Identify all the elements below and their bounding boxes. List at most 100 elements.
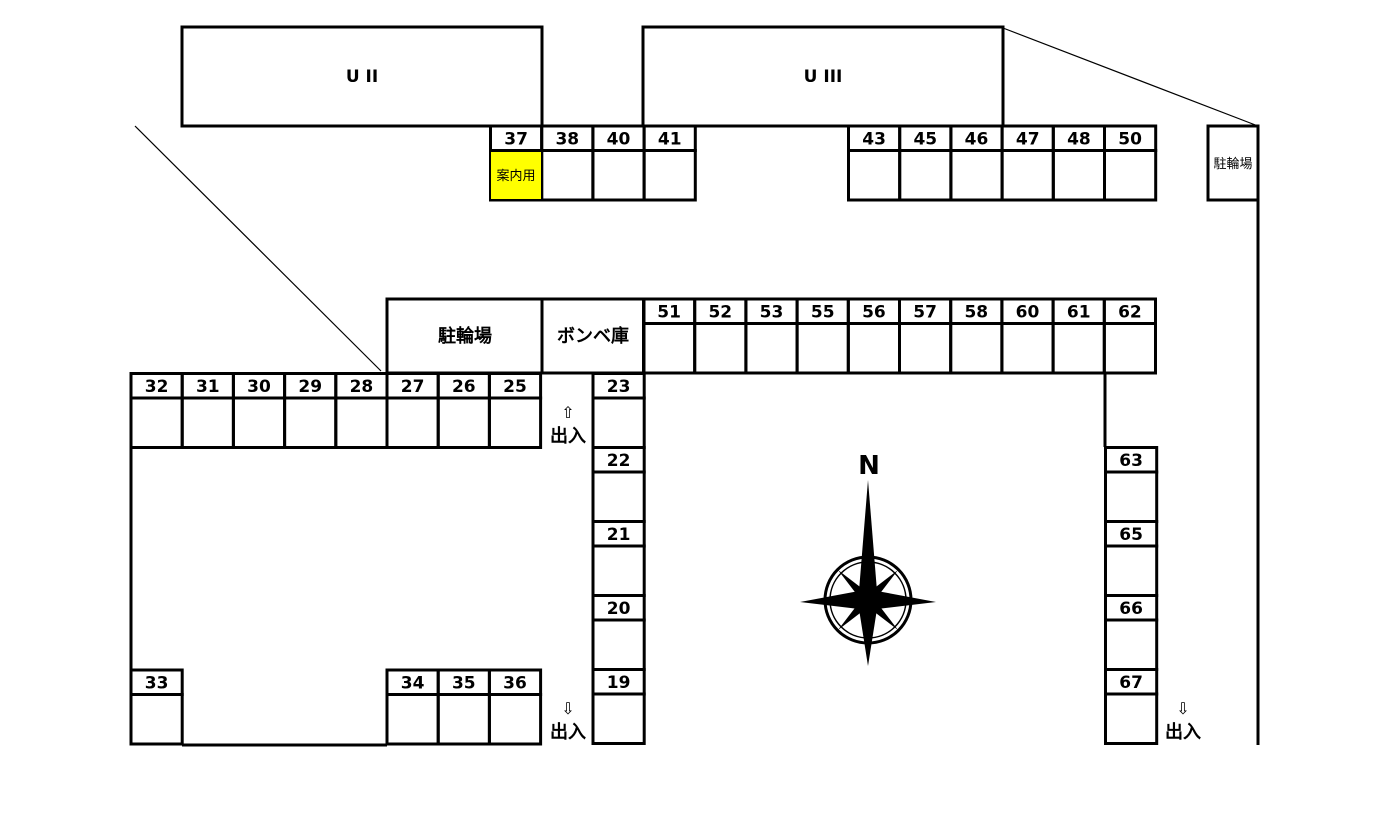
parking-space-number: 36 xyxy=(503,674,527,694)
parking-space-number: 61 xyxy=(1067,303,1091,323)
parking-space-number: 52 xyxy=(708,303,732,323)
parking-space-body xyxy=(283,396,338,449)
parking-space-number: 21 xyxy=(607,525,631,545)
parking-space: 63 xyxy=(1104,446,1159,523)
parking-space-body xyxy=(847,149,902,202)
parking-space-number: 43 xyxy=(862,130,886,150)
parking-space: 48 xyxy=(1051,124,1107,202)
parking-space-body xyxy=(1000,322,1055,375)
parking-space: 22 xyxy=(591,446,646,523)
parking-space-number: 25 xyxy=(503,377,527,397)
parking-space-body xyxy=(846,322,901,375)
parking-space-body xyxy=(540,149,595,202)
parking-space-body xyxy=(1051,322,1106,375)
parking-space: 41 xyxy=(642,124,697,202)
parking-space-body xyxy=(591,149,646,202)
parking-space-body xyxy=(1103,149,1158,202)
entrance-right: ⇩ 出入 xyxy=(1165,699,1201,743)
parking-space: 35 xyxy=(436,668,491,746)
parking-space-number: 38 xyxy=(555,130,579,150)
parking-space-body xyxy=(129,693,184,746)
compass-north-label: N xyxy=(858,451,880,481)
parking-space-body xyxy=(898,322,953,375)
down-arrow-icon: ⇩ xyxy=(561,699,574,718)
parking-space-body xyxy=(385,396,440,449)
building-u2-label: U II xyxy=(346,67,378,87)
parking-space: 67 xyxy=(1104,668,1159,745)
parking-space-body xyxy=(436,396,491,449)
parking-space: 38 xyxy=(540,124,595,202)
parking-space: 32 xyxy=(129,372,184,449)
parking-space: 33 xyxy=(129,668,184,746)
building-u2: U II xyxy=(180,25,544,128)
parking-space-number: 41 xyxy=(658,130,682,150)
parking-space-number: 40 xyxy=(607,130,631,150)
parking-space-number: 45 xyxy=(913,130,937,150)
parking-space-number: 26 xyxy=(452,377,476,397)
entrance-right-label: 出入 xyxy=(1165,721,1201,743)
parking-space-number: 53 xyxy=(760,303,784,323)
entrance-top-label: 出入 xyxy=(550,425,586,447)
parking-space: 20 xyxy=(591,594,646,671)
parking-space-number: 46 xyxy=(965,130,989,150)
parking-space: 34 xyxy=(385,668,440,746)
parking-space-body xyxy=(334,396,389,449)
parking-space-number: 28 xyxy=(350,377,374,397)
parking-space-number: 32 xyxy=(145,377,169,397)
parking-space-body xyxy=(385,693,440,746)
bicycle-parking-right: 駐輪場 xyxy=(1206,124,1260,202)
building-u3-label: U III xyxy=(804,67,843,87)
parking-space-body xyxy=(591,396,646,449)
parking-space-number: 37 xyxy=(504,130,528,150)
parking-space-body xyxy=(1104,544,1159,597)
parking-space: 19 xyxy=(591,668,646,745)
parking-space-body xyxy=(642,322,697,375)
parking-space-number: 63 xyxy=(1119,451,1143,471)
parking-space-body xyxy=(693,322,748,375)
parking-space: 53 xyxy=(744,297,799,375)
parking-space-number: 65 xyxy=(1119,525,1143,545)
boundary-line-left xyxy=(134,125,382,372)
parking-space-number: 31 xyxy=(196,377,220,397)
parking-space: 62 xyxy=(1102,297,1158,375)
boundary-line-top-right xyxy=(1002,27,1259,127)
parking-space-number: 66 xyxy=(1119,599,1143,619)
parking-space: 58 xyxy=(949,297,1004,375)
parking-space-number: 56 xyxy=(862,303,886,323)
parking-space: 46 xyxy=(949,124,1004,202)
parking-space-body xyxy=(1104,618,1159,671)
parking-space: 23 xyxy=(591,372,646,449)
parking-space-body xyxy=(591,692,646,745)
parking-space-number: 55 xyxy=(811,303,835,323)
entrance-bottom: ⇩ 出入 xyxy=(550,699,586,743)
parking-space-body xyxy=(129,396,184,449)
parking-space-number: 23 xyxy=(607,377,631,397)
parking-space-number: 47 xyxy=(1016,130,1040,150)
parking-space: 31 xyxy=(180,372,235,449)
parking-space: 43 xyxy=(847,124,902,202)
bicycle-parking-right-label: 駐輪場 xyxy=(1213,156,1252,172)
parking-space: 21 xyxy=(591,520,646,597)
parking-space-number: 30 xyxy=(247,377,271,397)
parking-space-body xyxy=(487,396,543,449)
parking-space-body xyxy=(1104,470,1159,523)
parking-space-number: 19 xyxy=(607,673,631,693)
parking-space: 66 xyxy=(1104,594,1159,671)
parking-space-body xyxy=(591,470,646,523)
parking-space-number: 58 xyxy=(964,303,988,323)
parking-space: 65 xyxy=(1104,520,1159,597)
parking-space: 57 xyxy=(898,297,953,375)
gas-cylinder-storage-label: ボンベ庫 xyxy=(557,325,629,347)
parking-space-number: 50 xyxy=(1118,130,1142,150)
parking-space: 56 xyxy=(846,297,901,375)
parking-space-body xyxy=(591,544,646,597)
parking-space-body xyxy=(1051,149,1107,202)
parking-space-number: 62 xyxy=(1118,303,1142,323)
parking-space: 60 xyxy=(1000,297,1055,375)
parking-space-body xyxy=(487,693,543,746)
entrance-bottom-label: 出入 xyxy=(550,721,586,743)
parking-space-body xyxy=(591,618,646,671)
up-arrow-icon: ⇧ xyxy=(561,403,574,422)
